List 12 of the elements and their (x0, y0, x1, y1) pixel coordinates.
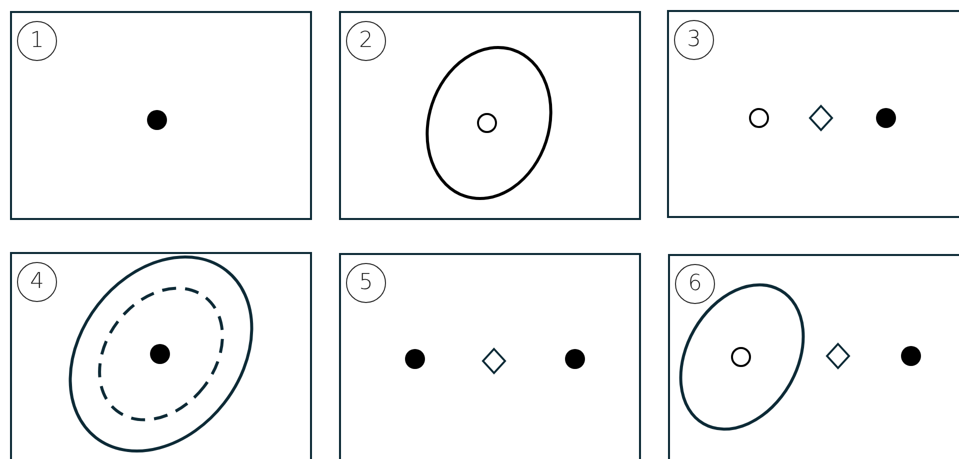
panel-frame (668, 254, 959, 459)
circled-number: 5 (346, 263, 386, 303)
circled-number: 2 (346, 21, 386, 61)
circled-number: 6 (675, 264, 715, 304)
panel-frame (10, 252, 312, 459)
circled-number: 1 (17, 21, 57, 61)
panel-frame (10, 11, 312, 220)
panel-frame (667, 10, 959, 218)
circled-number: 4 (17, 262, 57, 302)
panel-frame (339, 11, 641, 220)
circled-number: 3 (674, 20, 714, 60)
panel-frame (339, 253, 641, 459)
